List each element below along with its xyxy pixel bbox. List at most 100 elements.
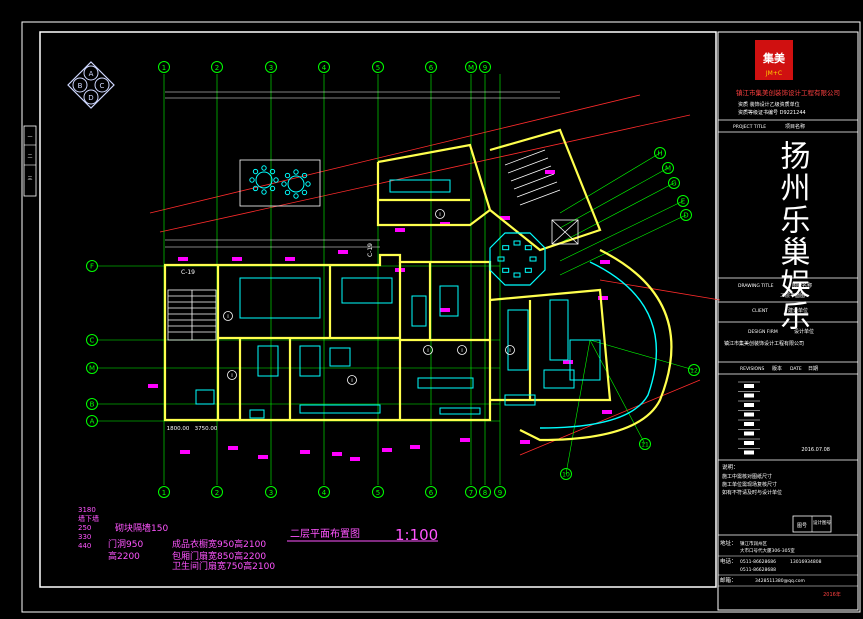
room-tag-label: i [427,348,429,354]
strip-label-2: 二 [27,154,32,160]
tag-marker [148,384,158,388]
note-line-4: 330 [78,533,91,541]
grid-bubble-top [425,61,437,73]
grid-label-arc: 12 [690,368,698,375]
tag-marker [180,450,190,454]
furniture-piece [411,295,427,327]
spec-line-6: 卫生间门扇宽750高2100 [172,560,275,572]
furniture-piece [341,277,393,304]
sign-row-mark [744,384,754,388]
grid-bubble-left [86,398,98,410]
project-name: 扬州乐巢娱乐 [775,140,811,332]
furniture-piece [417,377,474,389]
room-tag-circle [227,370,237,380]
tel-line-1: 0511-86628686 [740,559,776,565]
rev-col-2: 版本 [772,365,782,372]
spec-line-3: 高2200 [108,550,140,562]
sign-row-mark [744,422,754,426]
drawing-title-value: 图纸名称 [792,282,812,289]
chair [524,267,532,273]
grid-bubble-right [677,195,689,207]
drawing-title-sub: 二层平面图 [780,293,805,299]
client-label: CLIENT [752,308,768,314]
grid-line-diag [559,167,669,229]
address-label: 地址： [720,539,737,547]
chair [281,181,287,187]
chair [269,168,276,175]
floor-plan-walls [163,128,612,422]
grid-label-right: H [657,150,662,158]
drawing-no-value: 设计图号 [813,519,831,526]
tag-marker [350,457,360,461]
grid-label-bottom: 6 [429,489,434,497]
room-tag-circle [435,209,445,219]
grid-label-arc: 10 [562,472,570,479]
grid-line-diag [559,182,675,244]
tag-marker [460,438,470,442]
strip-label-1: 一 [27,135,32,141]
tag-marker [410,445,420,449]
notes-heading: 说明： [722,463,739,471]
stair-tag-left: C-19 [181,269,195,276]
company-name: 镇江市集美创装饰设计工程有限公司 [736,88,840,97]
chair [502,267,510,273]
chair [293,169,299,175]
chair [529,256,537,262]
logo-text: 集美 [762,51,786,65]
top-dimensions [165,91,560,248]
chair [249,177,255,183]
email-label: 邮箱： [720,576,737,584]
tag-marker [300,450,310,454]
grid-label-arc: 11 [641,442,649,449]
tel-label: 电话： [720,557,737,565]
date-value: 2016.07.08 [801,447,830,453]
grid-bubble-right [662,162,674,174]
note-line-2: 墙下墙 [78,514,99,523]
signature-rows [738,381,760,455]
chair [269,185,276,192]
company-logo [755,40,793,80]
grid-line-diag [559,152,661,214]
sign-row-mark [744,431,754,436]
octagon-room [489,232,546,286]
elevator [551,219,579,245]
spec-line-5: 包厢门扇宽850高2200 [172,550,266,562]
grid-label-left: F [90,263,94,271]
design-firm-label: DESIGN FIRM [748,329,778,335]
grid-bubble-bottom [494,486,506,498]
grid-bubble-right [654,147,666,159]
grid-bubble-bottom [265,486,277,498]
dim-right-value: 3750.00 [195,426,218,432]
drawing-scale: 1:100 [395,526,438,544]
address-line-1: 镇江市润州区 [740,540,767,547]
room-tag-label: i [227,314,229,320]
tag-marker [520,440,530,444]
tag-marker [232,257,242,261]
chair [305,181,311,187]
grid-label-left: C [90,337,95,345]
sign-row-mark [744,403,754,407]
grid-line-radial [565,339,591,475]
room-tag-label: i [231,373,233,379]
compass-b: B [78,82,83,90]
tag-marker [440,308,450,312]
grid-label-bottom: 3 [269,489,273,497]
furniture-piece [249,409,265,419]
qualification-1: 资质 装饰设计乙级资质单位 [738,101,800,108]
client-value: 建设单位 [788,307,808,314]
drawing-title: 二层平面布置图 [290,528,360,540]
tag-marker [382,448,392,452]
stair-tag-mid: C-19 [367,243,374,257]
furniture-items [195,165,601,419]
grid-bubble-bottom [479,486,491,498]
spec-notes: 砌块隔墙150 门洞950 高2200 成品衣橱宽950高2100 包厢门扇宽8… [108,522,275,572]
spec-line-2: 门洞950 [108,538,143,550]
chair [497,256,505,262]
chair [301,189,308,196]
tel-line-2: 0511-86628688 [740,567,776,573]
chair [513,240,521,246]
room-tag-circle [423,345,433,355]
grid-label-right: G [671,180,676,188]
